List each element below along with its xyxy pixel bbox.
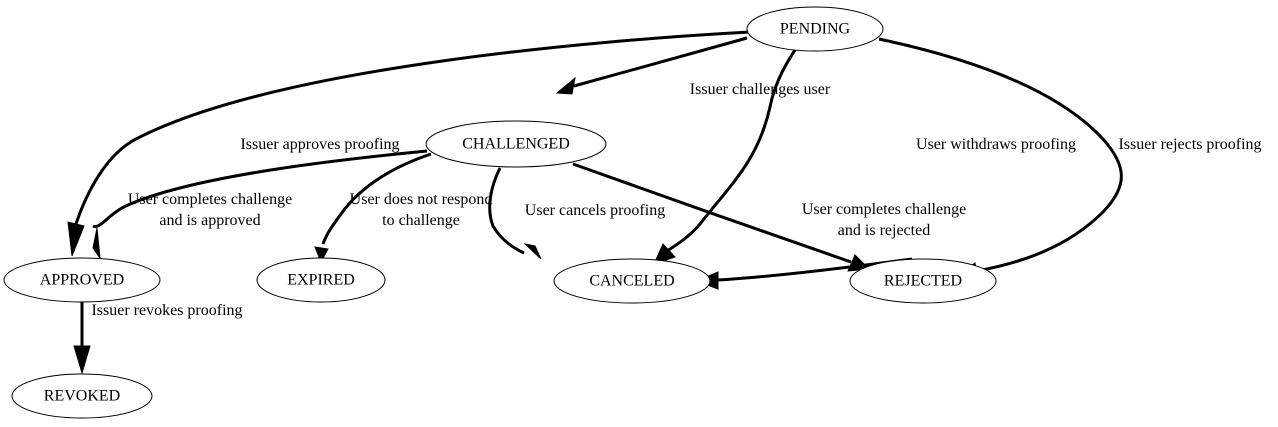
edge-line: [321, 152, 432, 245]
node-ellipse-pending[interactable]: [746, 6, 884, 52]
edge-label-line: to challenge: [382, 212, 460, 229]
node-canceled[interactable]: CANCELED: [553, 258, 711, 304]
node-ellipse-canceled[interactable]: [553, 258, 711, 304]
node-revoked[interactable]: REVOKED: [11, 373, 153, 419]
edge-label-line: and is rejected: [838, 222, 930, 239]
node-ellipse-challenged[interactable]: [425, 120, 607, 168]
edge-line: [92, 149, 428, 229]
arrowhead-icon: [555, 76, 576, 95]
arrowhead-icon: [314, 246, 329, 264]
node-approved[interactable]: APPROVED: [3, 257, 161, 303]
node-label-challenged: CHALLENGED: [462, 136, 570, 153]
arrowhead-icon: [73, 345, 91, 375]
edge-line: [666, 49, 797, 253]
edge-label-challenged-to-expired: User does not respond to challenge: [350, 191, 493, 229]
edge-label-pending-to-challenged: Issuer challenges user: [690, 81, 831, 98]
arrowhead-icon: [67, 221, 85, 257]
edge-label-line: Issuer approves proofing: [240, 136, 399, 153]
edge-label-line: User completes challenge: [128, 191, 292, 208]
edge-label-pending-to-approved: Issuer approves proofing: [240, 136, 399, 153]
edge-label-pending-to-rejected: Issuer rejects proofing: [1118, 136, 1261, 153]
node-ellipse-approved[interactable]: [3, 257, 161, 303]
edge-pending-to-challenged: [555, 36, 748, 95]
edge-challenged-to-approved: [92, 149, 428, 260]
edge-label-line: Issuer challenges user: [690, 81, 831, 98]
edge-pending-to-rejected: [878, 37, 1123, 279]
node-expired[interactable]: EXPIRED: [256, 257, 386, 303]
node-label-expired: EXPIRED: [287, 272, 355, 289]
node-ellipse-expired[interactable]: [256, 257, 386, 303]
arrowhead-icon: [523, 243, 542, 260]
edge-line: [573, 36, 748, 88]
edge-line: [74, 30, 751, 225]
edge-challenged-to-canceled: [488, 167, 542, 260]
edge-approved-to-revoked: [73, 302, 91, 375]
node-label-canceled: CANCELED: [589, 273, 674, 290]
edge-line: [488, 167, 525, 255]
edge-label-approved-to-revoked: Issuer revokes proofing: [91, 302, 242, 319]
edge-line: [572, 162, 852, 264]
edge-label-line: User does not respond: [350, 191, 493, 208]
edge-label-challenged-to-rejected: User completes challenge and is rejected: [802, 201, 966, 239]
edge-label-challenged-to-approved: User completes challenge and is approved: [128, 191, 292, 229]
edge-label-line: Issuer revokes proofing: [91, 302, 242, 319]
edge-label-line: Issuer rejects proofing: [1118, 136, 1261, 153]
node-label-rejected: REJECTED: [884, 273, 962, 290]
nodes-layer: PENDING CHALLENGED APPROVED EXPIRED CANCELED…: [3, 6, 997, 419]
edge-pending-to-approved: [67, 30, 751, 257]
node-label-revoked: REVOKED: [44, 388, 120, 405]
node-rejected[interactable]: REJECTED: [849, 258, 997, 304]
node-pending[interactable]: PENDING: [746, 6, 884, 52]
edge-challenged-to-expired: [314, 152, 432, 264]
edge-label-line: and is approved: [159, 212, 260, 229]
node-label-pending: PENDING: [780, 21, 851, 38]
edge-label-pending-to-canceled: User withdraws proofing: [916, 136, 1076, 153]
node-ellipse-revoked[interactable]: [11, 373, 153, 419]
edge-label-line: User completes challenge: [802, 201, 966, 218]
node-label-approved: APPROVED: [40, 272, 124, 289]
edge-line: [878, 37, 1123, 273]
node-ellipse-rejected[interactable]: [849, 258, 997, 304]
edge-label-line: User withdraws proofing: [916, 136, 1076, 153]
node-challenged[interactable]: CHALLENGED: [425, 120, 607, 168]
edge-label-challenged-to-canceled: User cancels proofing: [525, 202, 665, 219]
arrowhead-icon: [92, 227, 101, 260]
edge-label-line: User cancels proofing: [525, 202, 665, 219]
